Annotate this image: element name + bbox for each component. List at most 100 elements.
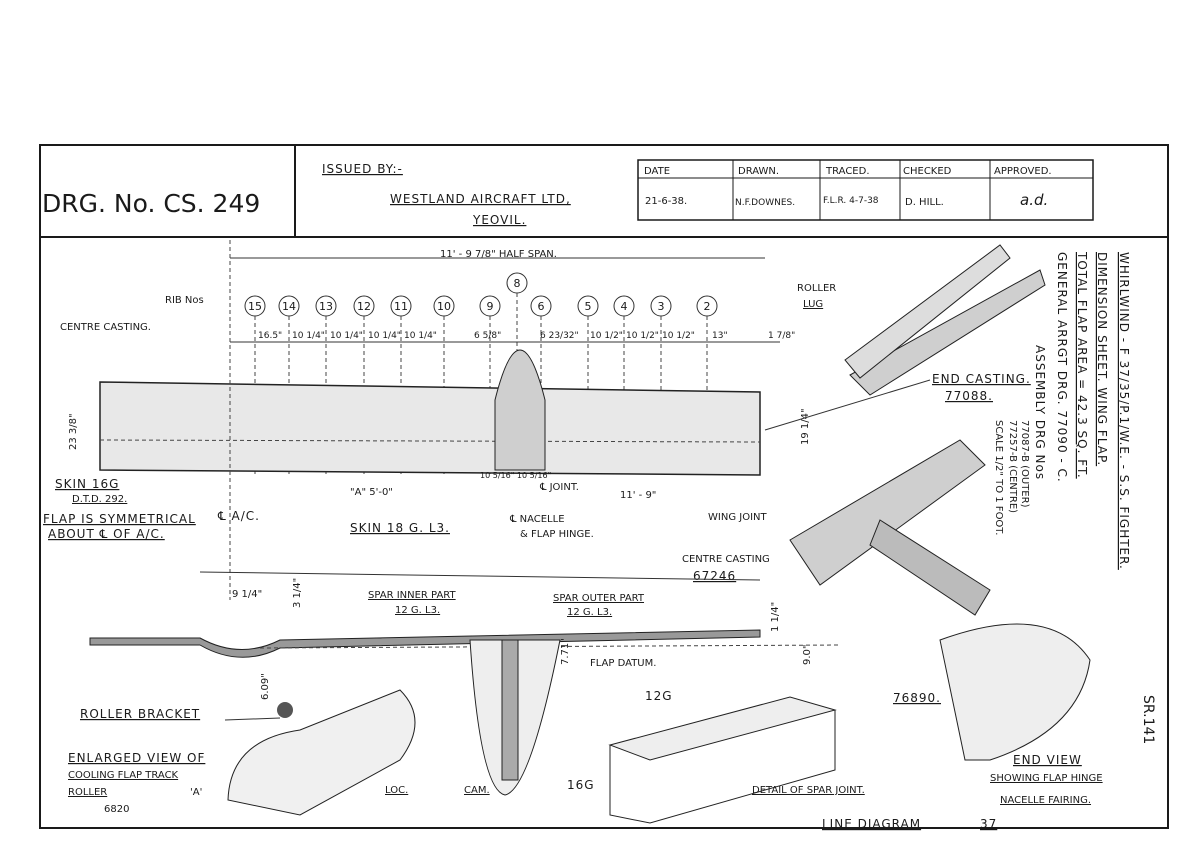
nacelle-fairing xyxy=(494,349,546,471)
rib-number: 4 xyxy=(621,300,628,313)
note-general-arrangement: GENERAL ARRGT DRG. 77090 - C. xyxy=(1055,252,1069,483)
note-centre: 77257-B (CENTRE) xyxy=(1007,420,1018,513)
nacelle-centreline: ℄ NACELLE xyxy=(509,514,565,525)
issued-by-label: ISSUED BY:- xyxy=(322,162,403,176)
joint-centreline: ℄ JOINT. xyxy=(539,482,579,493)
cam-label: CAM. xyxy=(464,785,490,796)
header-checked: CHECKED xyxy=(903,166,952,177)
dim-14: 1 1/4" xyxy=(770,602,781,632)
flap-elevation: 9 1/4" 3 1/4" SPAR INNER PART 12 G. L3. … xyxy=(89,571,841,796)
rib-spacing-dimension: 10 1/4" xyxy=(368,331,401,341)
chord-right-dimension: 19 1/4" xyxy=(800,408,811,445)
rib-spacing-dimension: 10 1/4" xyxy=(292,331,325,341)
side-notes: WHIRLWIND - F 37/35/P.1/W.E. - S.S. FIGH… xyxy=(993,251,1156,744)
rib-number: 9 xyxy=(487,300,494,313)
chord-left-dimension: 23 3/8" xyxy=(68,413,79,450)
drawing-border xyxy=(39,144,1169,829)
roller-bracket-detail: ROLLER BRACKET ENLARGED VIEW OF COOLING … xyxy=(68,689,490,816)
value-checked: D. HILL. xyxy=(905,197,944,208)
rib-spacing-dimension: 13" xyxy=(712,331,728,341)
note-aircraft: WHIRLWIND - F 37/35/P.1/W.E. - S.S. FIGH… xyxy=(1117,252,1131,570)
end-view-3: NACELLE FAIRING. xyxy=(1000,795,1091,806)
header-traced: TRACED. xyxy=(825,166,870,177)
enlarged-view-1: ENLARGED VIEW OF xyxy=(68,751,205,765)
wing-joint-label: WING JOINT xyxy=(708,512,767,523)
rib-spacing-dimension: 10 1/4" xyxy=(330,331,363,341)
loc-label: LOC. xyxy=(385,785,408,796)
note-flap-area: TOTAL FLAP AREA = 42.3 SQ. FT. xyxy=(1075,251,1089,479)
rib-spacing-dimension: 6 5/8" xyxy=(474,331,501,341)
symmetry-note-1: FLAP IS SYMMETRICAL xyxy=(43,512,196,526)
header-date: DATE xyxy=(644,166,670,177)
dim-609: 6.09" xyxy=(260,673,271,700)
rib-numbers-label: RIB Nos xyxy=(165,295,204,306)
dimension-a: "A" 5'-0" xyxy=(350,487,393,498)
centre-casting-number: 67246 xyxy=(693,569,736,583)
flap-datum-label: FLAP DATUM. xyxy=(590,658,656,669)
rib-spacing-dimension: 10 1/2" xyxy=(590,331,623,341)
note-outer: 77087-B (OUTER) xyxy=(1019,420,1030,508)
approval-table: DATE DRAWN. TRACED. CHECKED APPROVED. 21… xyxy=(637,159,1094,221)
value-traced: F.L.R. 4-7-38 xyxy=(823,196,879,206)
company-name: WESTLAND AIRCRAFT LTD, xyxy=(390,192,571,206)
dtd-label: D.T.D. 292. xyxy=(72,494,127,505)
note-dimension-sheet: DIMENSION SHEET. WING FLAP. xyxy=(1095,252,1109,466)
rib-spacing-dimension: 6 23/32" xyxy=(540,331,579,341)
outer-dimension: 11' - 9" xyxy=(620,490,656,501)
flap-outline xyxy=(99,381,761,476)
dim-771: 7.71" xyxy=(560,638,571,665)
note-assembly-drg: ASSEMBLY DRG Nos xyxy=(1033,345,1047,480)
header-approved: APPROVED. xyxy=(994,166,1052,177)
company-location: YEOVIL. xyxy=(472,213,526,227)
rib-number: 13 xyxy=(319,300,333,313)
rib-spacing-dimension: 10 1/4" xyxy=(404,331,437,341)
rib-number: 15 xyxy=(248,300,262,313)
gauge-12g-label: 12G xyxy=(645,689,673,703)
line-diagram-label: LINE DIAGRAM xyxy=(822,817,921,831)
centre-casting-2-label: CENTRE CASTING xyxy=(682,554,770,565)
rib-spacing-dimension: 1 7/8" xyxy=(768,331,795,341)
drawing-number: DRG. No. CS. 249 xyxy=(42,189,260,218)
roller-lug-sketch: ROLLER LUG xyxy=(797,244,1046,396)
spar-inner-label-2: 12 G. L3. xyxy=(395,605,440,616)
enlarged-view-2: COOLING FLAP TRACK xyxy=(68,770,179,781)
rib-number: 2 xyxy=(704,300,711,313)
end-casting-number: 77088. xyxy=(945,389,993,403)
enlarged-view-a: 'A' xyxy=(190,787,202,798)
spar-outer-label-2: 12 G. L3. xyxy=(567,607,612,618)
dim-90: 9.0" xyxy=(802,644,813,665)
dim-3: 3 1/4" xyxy=(292,578,303,608)
skin-16g-label: SKIN 16G xyxy=(55,477,119,491)
rib-number: 14 xyxy=(282,300,296,313)
rib-spacing-dimension: 10 1/2" xyxy=(626,331,659,341)
header-drawn: DRAWN. xyxy=(738,166,779,177)
end-view-2: SHOWING FLAP HINGE xyxy=(990,773,1103,784)
rib-number: 8 xyxy=(514,277,521,290)
end-casting-label: END CASTING. xyxy=(932,372,1031,386)
spar-inner-label-1: SPAR INNER PART xyxy=(368,590,457,601)
rib-number: 10 xyxy=(437,300,451,313)
enlarged-view-3: ROLLER xyxy=(68,787,107,798)
roller-bracket-label: ROLLER BRACKET xyxy=(80,707,200,721)
roller-lug-label-1: ROLLER xyxy=(797,283,836,294)
end-view-1: END VIEW xyxy=(1013,753,1082,767)
value-drawn: N.F.DOWNES. xyxy=(735,198,795,208)
skin-18g-label: SKIN 18 G. L3. xyxy=(350,521,450,535)
symmetry-note-2: ABOUT ℄ OF A/C. xyxy=(48,527,165,541)
value-date: 21-6-38. xyxy=(645,196,687,207)
rib-number: 3 xyxy=(658,300,665,313)
spar-outer-label-1: SPAR OUTER PART xyxy=(553,593,645,604)
part-76890-label: 76890. xyxy=(893,691,941,705)
rib-number: 6 xyxy=(538,300,545,313)
rib-spacing-dimension: 10 1/2" xyxy=(662,331,695,341)
nacelle-end-view: 76890. END VIEW SHOWING FLAP HINGE NACEL… xyxy=(893,623,1103,806)
rib-number: 5 xyxy=(585,300,592,313)
spar-joint-caption: DETAIL OF SPAR JOINT. xyxy=(752,785,865,796)
rib-number: 12 xyxy=(357,300,371,313)
flap-hinge-label: & FLAP HINGE. xyxy=(520,529,594,540)
line-diagram-number: 37 xyxy=(980,817,997,831)
centre-casting-sketch: CENTRE CASTING 67246 xyxy=(682,439,991,616)
centre-casting-label: CENTRE CASTING. xyxy=(60,322,151,333)
